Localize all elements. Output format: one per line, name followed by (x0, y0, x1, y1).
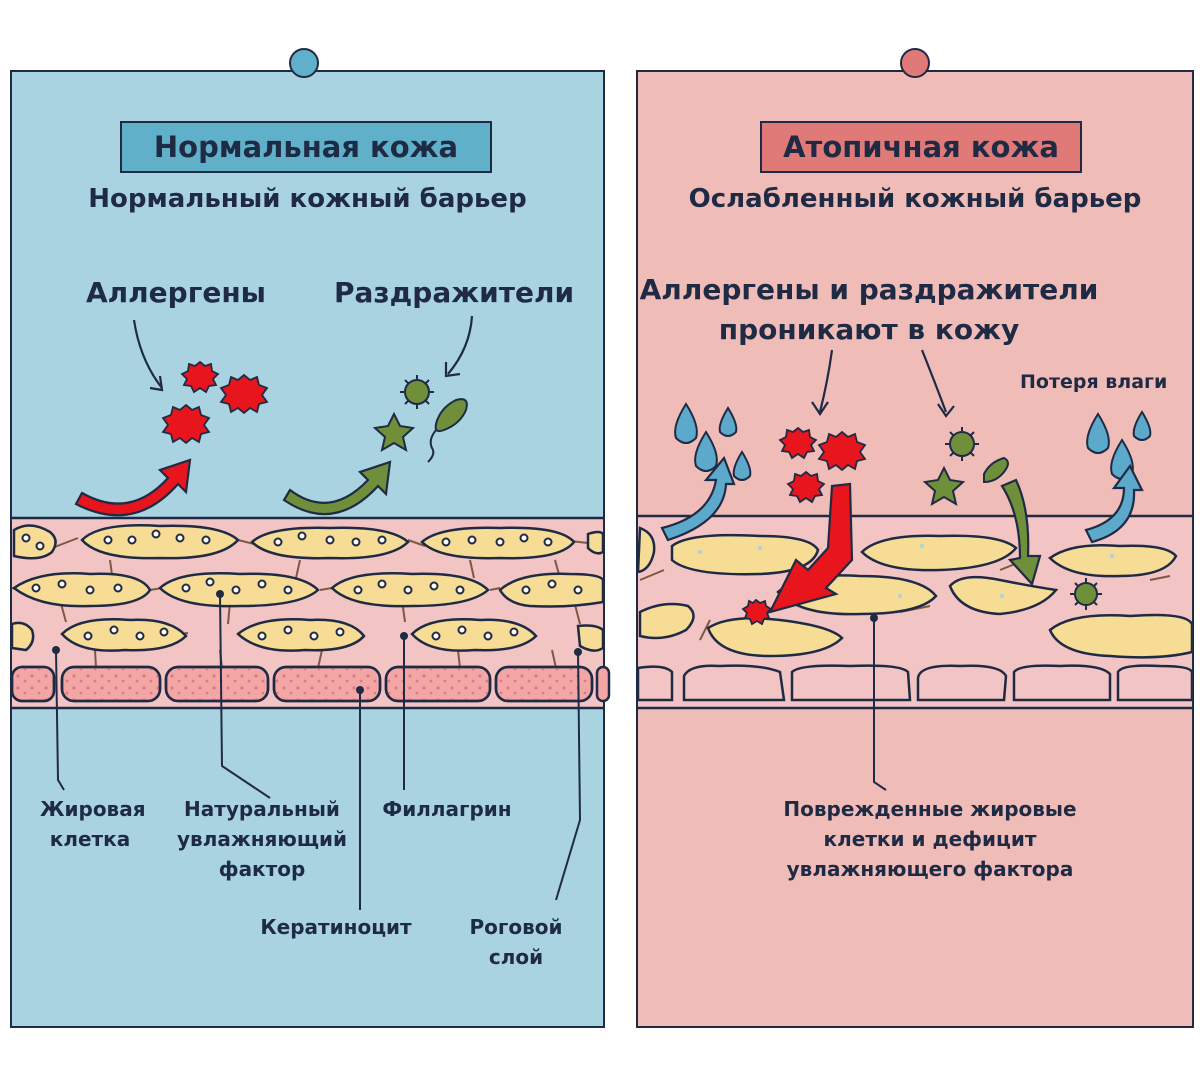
irritants-label: Раздражители (334, 276, 575, 309)
stratum-label-line2: слой (488, 945, 544, 969)
atopic-title: Атопичная кожа (760, 121, 1082, 173)
nmf-label-line2: увлажняющий (177, 827, 347, 851)
nmf-label-line3: фактор (218, 857, 306, 881)
normal-subtitle: Нормальный кожный барьер (88, 184, 527, 214)
filaggrin-label: Филлагрин (382, 797, 512, 821)
nmf-label-line1: Натуральный (184, 797, 340, 821)
normal-leader-lines (55, 593, 582, 910)
stratum-label-line1: Роговой (469, 915, 563, 939)
pin-left-icon (289, 48, 319, 78)
damaged-fat-cells (636, 526, 1194, 659)
normal-title-text: Нормальная кожа (153, 130, 459, 164)
keratinocyte-row (10, 665, 611, 703)
moisture-loss-label: Потеря влаги (1020, 371, 1168, 393)
atopic-title-text: Атопичная кожа (783, 130, 1059, 164)
damaged-cells-label-line2: клетки и дефицит (823, 827, 1037, 851)
damaged-cells-label-line1: Поврежденные жировые (783, 797, 1077, 821)
penetrate-label-line2: проникают в кожу (718, 313, 1020, 346)
atopic-subtitle: Ослабленный кожный барьер (688, 184, 1142, 214)
damaged-cells-label: Поврежденные жировые клетки и дефицит ув… (760, 794, 1100, 884)
fat-cell-label: Жировая клетка (40, 794, 146, 854)
normal-title: Нормальная кожа (120, 121, 492, 173)
nmf-label: Натуральный увлажняющий фактор (176, 794, 348, 884)
stratum-label: Роговой слой (462, 912, 570, 972)
keratinocyte-label: Кератиноцит (260, 915, 412, 939)
allergen-particles (161, 360, 269, 445)
fat-cell-label-line2: клетка (49, 827, 131, 851)
allergens-label: Аллергены (86, 276, 267, 309)
penetrate-label-line1: Аллергены и раздражители (639, 273, 1099, 306)
pin-right-icon (900, 48, 930, 78)
moisture-droplets (674, 402, 1152, 481)
irritant-particles (372, 375, 468, 463)
damaged-cells-label-line3: увлажняющего фактора (786, 857, 1074, 881)
fat-cell-label-line1: Жировая (40, 797, 146, 821)
nmf-dots (21, 529, 583, 641)
